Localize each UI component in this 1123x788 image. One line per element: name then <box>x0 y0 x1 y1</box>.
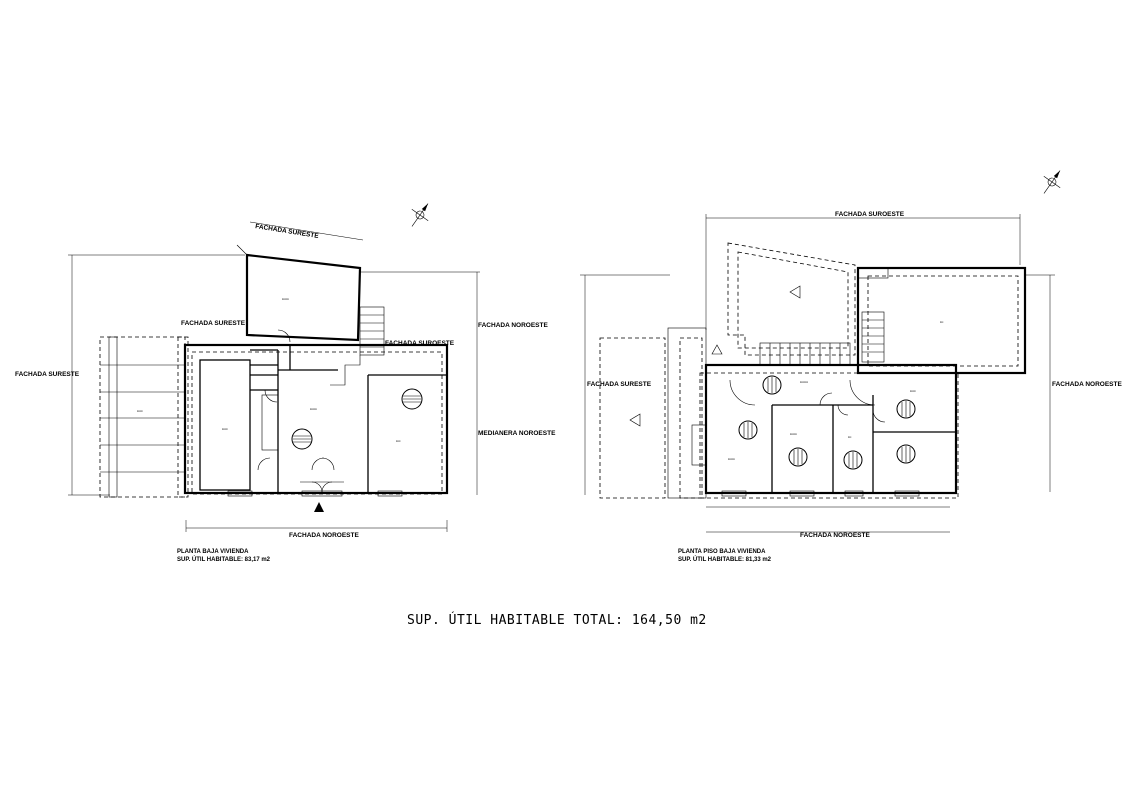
svg-text:▪▪▪▪▪▪: ▪▪▪▪▪▪ <box>310 407 317 411</box>
facade-label-right: FACHADA NOROESTE <box>1052 381 1122 388</box>
svg-text:▪▪▪▪▪▪: ▪▪▪▪▪▪ <box>282 297 289 301</box>
entrance-arrow-icon <box>314 502 324 512</box>
svg-text:▪▪▪▪▪: ▪▪▪▪▪ <box>222 427 228 431</box>
north-arrow-icon <box>1043 170 1061 194</box>
ground-floor-caption-title: PLANTA BAJA VIVIENDA <box>177 549 249 555</box>
facade-label-bottom: FACHADA NOROESTE <box>800 532 870 539</box>
facade-label-bottom: FACHADA NOROESTE <box>289 532 359 539</box>
facade-label-left-side: FACHADA SURESTE <box>15 371 80 378</box>
north-arrow-icon <box>411 203 429 227</box>
slope-arrow-icon <box>789 285 801 299</box>
facade-label-right-lower: MEDIANERA NOROESTE <box>478 430 556 437</box>
slope-arrow-icon <box>629 413 641 427</box>
facade-label-top: FACHADA SUROESTE <box>835 211 905 218</box>
svg-text:▪▪▪▪▪▪: ▪▪▪▪▪▪ <box>790 432 797 436</box>
svg-text:▪▪▪▪▪: ▪▪▪▪▪ <box>137 409 143 413</box>
upper-floor-plan: ▪▪▪▪▪▪▪ ▪▪▪▪▪▪ ▪▪▪▪▪▪ ▪▪▪ ▪▪▪▪▪ ▪▪▪ FACH… <box>580 170 1122 563</box>
svg-text:▪▪▪▪▪: ▪▪▪▪▪ <box>910 389 916 393</box>
slope-arrow-icon <box>711 344 723 355</box>
facade-label-right-upper: FACHADA NOROESTE <box>478 322 548 329</box>
svg-text:▪▪▪▪: ▪▪▪▪ <box>396 439 401 443</box>
facade-label-mid-upper: FACHADA SUROESTE <box>385 340 455 347</box>
facade-label-left: FACHADA SURESTE <box>587 381 652 388</box>
ground-floor-plan: ▪▪▪▪▪▪ ▪▪▪▪▪ ▪▪▪▪▪▪ ▪▪▪▪ ▪▪▪▪▪ FACHADA S… <box>15 203 556 563</box>
facade-label-left-upper: FACHADA SURESTE <box>181 320 246 327</box>
facade-label-top: FACHADA SURESTE <box>255 223 320 240</box>
total-area-label: SUP. ÚTIL HABITABLE TOTAL: 164,50 m2 <box>407 612 707 628</box>
svg-text:▪▪▪▪▪▪▪: ▪▪▪▪▪▪▪ <box>800 380 808 384</box>
upper-floor-caption-area: SUP. ÚTIL HABITABLE: 81,33 m2 <box>678 556 772 563</box>
svg-text:▪▪▪▪▪▪: ▪▪▪▪▪▪ <box>728 457 735 461</box>
svg-text:▪▪▪: ▪▪▪ <box>848 435 851 439</box>
upper-floor-caption-title: PLANTA PISO BAJA VIVIENDA <box>678 549 766 555</box>
vent-icons <box>738 375 916 470</box>
ground-floor-caption-area: SUP. ÚTIL HABITABLE: 83,17 m2 <box>177 556 271 563</box>
svg-text:▪▪▪: ▪▪▪ <box>940 320 943 324</box>
